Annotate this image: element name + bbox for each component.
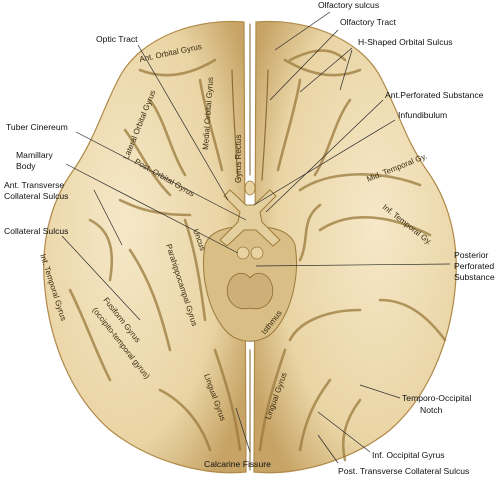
sulcus: [276, 78, 302, 172]
label-ant-transverse-line1: Ant. Transverse: [4, 180, 64, 190]
leader-h-shaped-2: [339, 49, 353, 91]
sulcus: [148, 98, 187, 177]
optic-chiasm: [219, 189, 281, 247]
leader-posterior-perforated: [255, 263, 451, 267]
label-mamillary-line2: Body: [16, 161, 36, 171]
leader-infundibulum: [253, 119, 396, 206]
label-mamillary-line1: Mamillary: [16, 150, 53, 160]
sulcus: [313, 98, 352, 177]
sulcus: [298, 173, 422, 192]
label-h-shaped-orbital-sulcus: H-Shaped Orbital Sulcus: [358, 37, 453, 47]
sulcus: [288, 308, 362, 342]
olfactory-tract-left: [231, 69, 239, 181]
label-temporo-occipital-line2: Notch: [420, 405, 443, 415]
left-hemisphere: [43, 20, 247, 474]
infundibulum-stalk: [244, 180, 256, 196]
leader-ant-transverse: [93, 189, 123, 246]
label-calcarine-fissure: Calcarine Fissure: [204, 459, 271, 469]
sulcus: [68, 288, 112, 382]
label-ant-perforated-substance: Ant.Perforated Substance: [385, 90, 484, 100]
sulcus: [118, 198, 192, 217]
sulcus: [198, 78, 224, 172]
sulcus: [283, 58, 362, 77]
leader-olfactory-sulcus: [274, 11, 331, 51]
leader-collateral-sulcus: [61, 235, 141, 321]
mamillary-body-left: [236, 246, 250, 260]
sulcus: [288, 49, 347, 62]
label-optic-tract: Optic Tract: [96, 34, 138, 44]
label-tuber-cinereum: Tuber Cinereum: [6, 122, 68, 132]
label-inf-occipital-gyrus: Inf. Occipital Gyrus: [372, 450, 445, 460]
leader-post-transverse: [317, 434, 339, 464]
mamillary-body-right: [250, 246, 264, 260]
label-posterior-line3: Substance: [454, 272, 495, 282]
sulcus: [318, 215, 432, 237]
sulcus: [378, 298, 447, 342]
label-olfactory-sulcus: Olfactory sulcus: [318, 0, 379, 10]
label-gyrus-rectus: Gyrus Rectus: [234, 135, 243, 183]
label-ant-transverse-line2: Collateral Sulcus: [4, 191, 68, 201]
right-hemisphere: [253, 20, 457, 474]
leader-h-shaped-1: [299, 47, 353, 93]
sulcus: [183, 218, 207, 322]
leader-lines: [61, 11, 451, 464]
label-posterior-line1: Posterior: [454, 250, 489, 260]
leader-tuber-cinereum: [75, 131, 247, 221]
sulcus: [213, 348, 242, 452]
label-posterior-line2: Perforated: [454, 261, 494, 271]
sulcus: [123, 128, 172, 197]
leader-calcarine: [235, 407, 251, 453]
sulcus: [138, 58, 217, 77]
sulcus: [128, 248, 172, 352]
leader-optic-tract: [137, 44, 229, 201]
label-infundibulum: Infundibulum: [398, 110, 447, 120]
leader-ant-perforated: [265, 99, 384, 213]
label-olfactory-tract: Olfactory Tract: [340, 17, 396, 27]
cerebral-aqueduct-region: [226, 272, 274, 310]
label-collateral-sulcus: Collateral Sulcus: [4, 226, 68, 236]
leader-olfactory-tract: [269, 29, 339, 101]
sulcus: [298, 378, 332, 452]
label-temporo-occipital-line1: Temporo-Occipital: [402, 393, 471, 403]
sulcus: [158, 388, 212, 452]
sulcus: [341, 398, 362, 462]
leader-temporo-occipital: [359, 384, 401, 399]
label-post-transverse-collateral-sulcus: Post. Transverse Collateral Sulcus: [338, 466, 469, 476]
sulcus: [298, 203, 322, 262]
sulcus: [88, 218, 114, 282]
leader-mamillary: [65, 163, 239, 254]
leader-inf-occipital: [317, 411, 371, 453]
sulcus: [258, 348, 287, 452]
olfactory-tract-right: [261, 69, 269, 181]
